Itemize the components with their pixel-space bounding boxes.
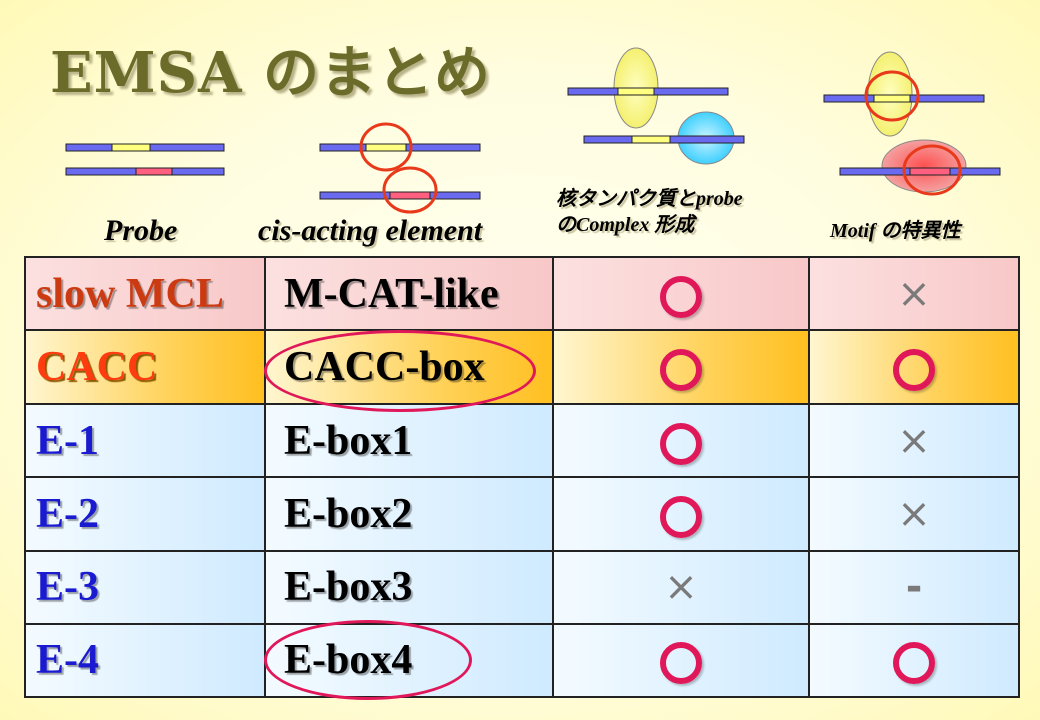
motif-result-cell bbox=[808, 329, 1020, 405]
header-motif: Motif の特異性 bbox=[830, 220, 961, 242]
slide-title: EMSA のまとめ bbox=[50, 40, 492, 106]
motif-result-cell: × bbox=[808, 402, 1020, 479]
motif-result-mark bbox=[893, 642, 935, 685]
row-name: E-4 bbox=[24, 622, 266, 699]
complex-result-cell bbox=[552, 255, 810, 332]
row-element: E-box2 bbox=[264, 476, 554, 552]
complex-diagram bbox=[567, 47, 745, 165]
probe-diagram bbox=[65, 143, 225, 176]
motif-result-mark: × bbox=[897, 417, 931, 464]
motif-result-cell: × bbox=[808, 476, 1020, 552]
complex-result-cell bbox=[552, 402, 810, 479]
cis-element-diagram bbox=[319, 122, 481, 214]
header-probe: Probe bbox=[104, 214, 178, 247]
row-element: E-box3 bbox=[264, 549, 554, 625]
complex-result-cell bbox=[552, 622, 810, 699]
complex-result-cell bbox=[552, 476, 810, 552]
row-element: E-box4 bbox=[264, 622, 554, 699]
row-name: E-1 bbox=[24, 402, 266, 479]
motif-result-mark: × bbox=[897, 270, 931, 317]
header-complex-line2: のComplex 形成 bbox=[556, 214, 695, 236]
complex-result-mark bbox=[660, 642, 702, 685]
diagram-illustrations bbox=[65, 47, 1001, 214]
complex-result-mark: × bbox=[664, 564, 698, 611]
row-element: M-CAT-like bbox=[264, 255, 554, 332]
complex-result-mark bbox=[660, 496, 702, 539]
header-complex-line1: 核タンパク質とprobe bbox=[556, 188, 743, 210]
complex-result-mark bbox=[660, 349, 702, 392]
complex-result-cell: × bbox=[552, 549, 810, 625]
row-name: slow MCL bbox=[24, 255, 266, 332]
complex-result-mark bbox=[660, 275, 702, 318]
motif-result-mark bbox=[893, 349, 935, 392]
motif-diagram bbox=[823, 51, 1001, 196]
motif-result-cell: - bbox=[808, 549, 1020, 625]
complex-result-mark bbox=[660, 422, 702, 465]
motif-result-cell: × bbox=[808, 255, 1020, 332]
motif-result-mark: × bbox=[897, 490, 931, 537]
row-element: CACC-box bbox=[264, 329, 554, 405]
complex-result-cell bbox=[552, 329, 810, 405]
motif-result-cell bbox=[808, 622, 1020, 699]
header-cis-element: cis-acting element bbox=[258, 214, 483, 247]
row-name: CACC bbox=[24, 329, 266, 405]
motif-result-mark: - bbox=[905, 564, 923, 611]
row-name: E-2 bbox=[24, 476, 266, 552]
row-name: E-3 bbox=[24, 549, 266, 625]
row-element: E-box1 bbox=[264, 402, 554, 479]
header-complex: 核タンパク質とprobe のComplex 形成 bbox=[556, 186, 743, 238]
